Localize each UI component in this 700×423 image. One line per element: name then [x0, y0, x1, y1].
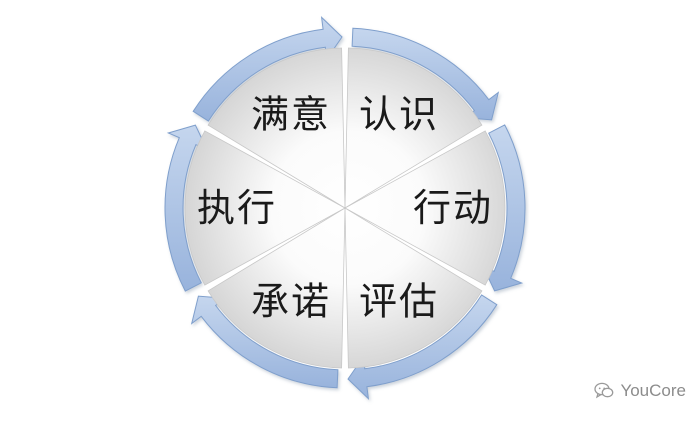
cycle-arrow-2: [482, 124, 526, 292]
wechat-icon: [594, 382, 614, 399]
cycle-arrow-4: [190, 295, 339, 389]
cycle-arrow-1: [351, 27, 500, 121]
segment-label-1: 认识: [359, 93, 439, 137]
segment-label-3: 评估: [359, 280, 439, 324]
segment-label-5: 执行: [197, 186, 277, 230]
cycle-arrow-6: [192, 16, 343, 122]
segment-label-2: 行动: [413, 186, 493, 230]
cycle-wedge-4: [207, 207, 346, 369]
watermark: YouCore: [594, 381, 686, 401]
cycle-wedges: [184, 47, 506, 369]
watermark-text: YouCore: [620, 381, 686, 400]
segment-label-6: 满意: [251, 93, 331, 137]
cycle-arrow-5: [164, 124, 208, 292]
segment-label-4: 承诺: [251, 280, 331, 324]
cycle-wedge-2: [344, 130, 506, 286]
cycle-wedge-1: [344, 47, 483, 209]
cycle-wedge-3: [344, 207, 483, 369]
cycle-arrows: [164, 16, 526, 400]
cycle-arrow-3: [347, 294, 498, 400]
cycle-wedge-5: [184, 130, 346, 286]
cycle-wedge-6: [207, 47, 346, 209]
